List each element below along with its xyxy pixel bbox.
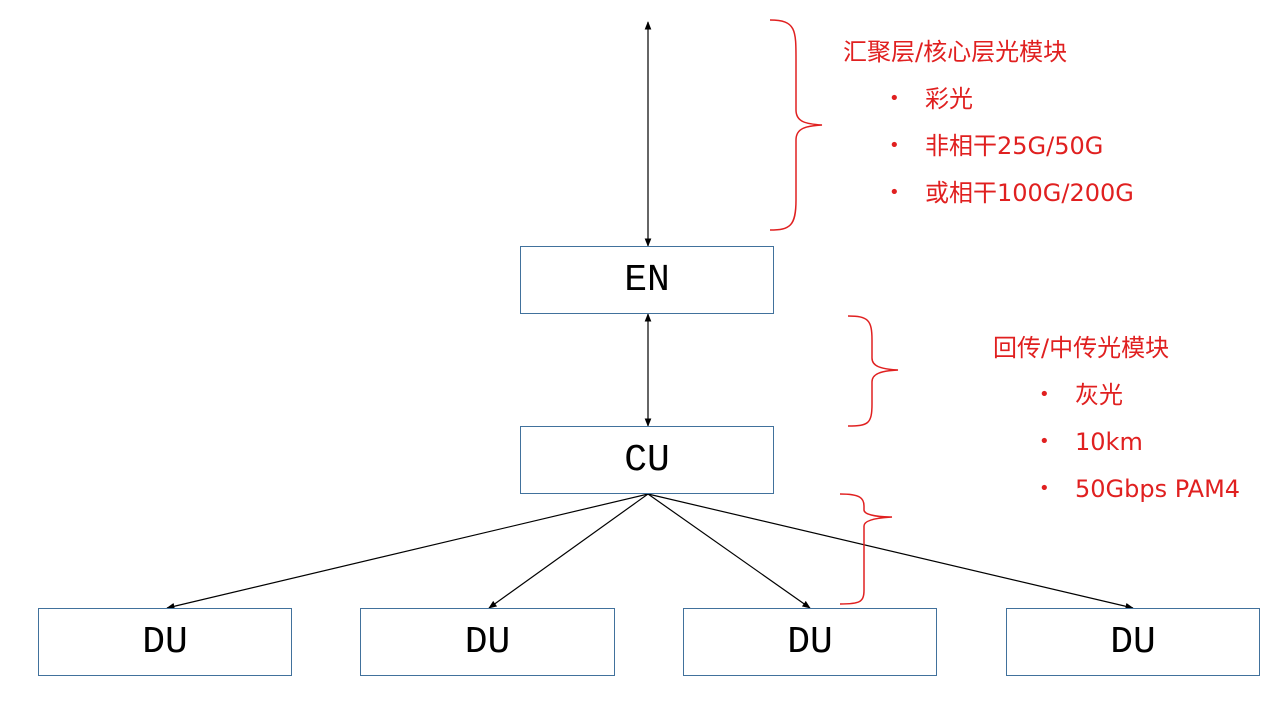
en-node: EN [520, 246, 774, 314]
cu-to-du-1-link [166, 493, 649, 610]
list-item-text: 非相干25G/50G [925, 132, 1104, 160]
list-item: • 50Gbps PAM4 [1039, 474, 1240, 521]
lower-brace [839, 493, 893, 605]
cu-to-du-3-link [647, 493, 811, 609]
list-item-text: 50Gbps PAM4 [1075, 475, 1241, 503]
bullet-icon: • [1039, 431, 1050, 452]
list-item: • 灰光 [1039, 380, 1169, 427]
upper-brace [769, 19, 823, 231]
du-node-4: DU [1006, 608, 1260, 676]
cu-to-du-4-link [647, 493, 1134, 610]
lower-annotation-title: 回传/中传光模块 [993, 334, 1170, 362]
bullet-icon: • [889, 182, 900, 203]
bullet-icon: • [1039, 478, 1050, 499]
upper-annotation: 汇聚层/核心层光模块 • 彩光 • 非相干25G/50G • 或相干100G/2… [843, 37, 1134, 225]
cu-node: CU [520, 426, 774, 494]
du-node-2: DU [360, 608, 615, 676]
bullet-icon: • [1039, 384, 1050, 405]
list-item: • 或相干100G/200G [889, 178, 1134, 225]
list-item-text: 10km [1075, 428, 1143, 456]
list-item: • 10km [1039, 427, 1169, 474]
du-node-1: DU [38, 608, 292, 676]
list-item: • 彩光 [889, 84, 1067, 131]
list-item-text: 彩光 [925, 85, 973, 113]
upper-annotation-list: • 彩光 • 非相干25G/50G • 或相干100G/200G [889, 84, 1134, 225]
list-item-text: 或相干100G/200G [925, 179, 1134, 207]
bullet-icon: • [889, 135, 900, 156]
list-item-text: 灰光 [1075, 381, 1123, 409]
du-node-3: DU [683, 608, 937, 676]
upper-annotation-title: 汇聚层/核心层光模块 [843, 38, 1068, 66]
bullet-icon: • [889, 88, 900, 109]
middle-brace [847, 315, 899, 427]
list-item: • 非相干25G/50G [889, 131, 1103, 178]
cu-to-du-2-link [488, 493, 649, 609]
lower-annotation-list: • 灰光 • 10km • 50Gbps PAM4 [1039, 380, 1240, 521]
lower-annotation: 回传/中传光模块 • 灰光 • 10km • 50Gbps PAM4 [993, 333, 1240, 521]
